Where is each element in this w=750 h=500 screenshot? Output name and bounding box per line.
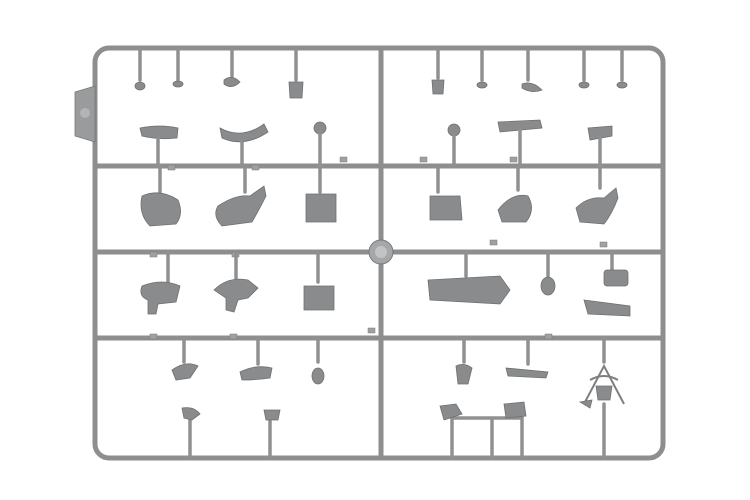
row3-lower-bodies (140, 250, 631, 317)
row5-gates-boots (181, 401, 527, 460)
sprue-frame (92, 45, 666, 461)
sprue-center-hub (368, 239, 394, 265)
row4-arms-heads (171, 336, 549, 385)
row2-torsos (140, 164, 619, 227)
sprue-tab-logo (74, 85, 96, 143)
row1-hands (134, 46, 628, 99)
part-number-tags (149, 156, 608, 340)
equipment-harness (578, 336, 625, 460)
row1-arms-heads (139, 119, 613, 168)
